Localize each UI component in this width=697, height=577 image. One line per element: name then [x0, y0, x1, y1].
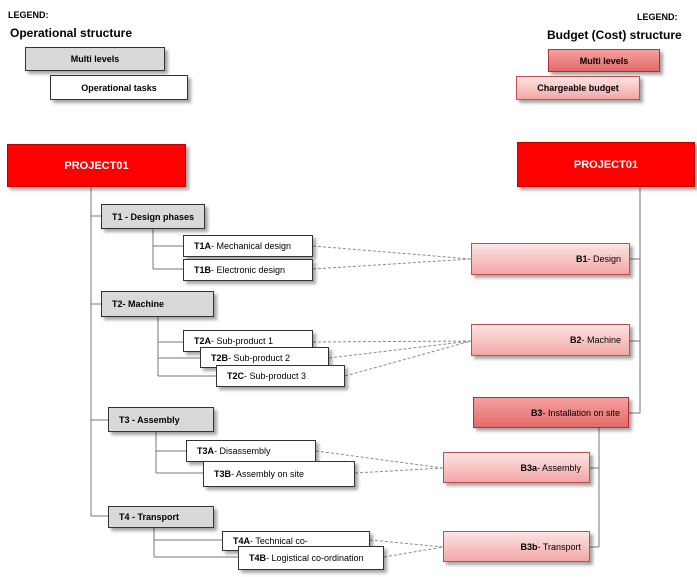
legend-multi-levels-red: Multi levels: [548, 49, 660, 72]
task-t1b-code: T1B: [194, 265, 212, 275]
legend-multi-levels-gray: Multi levels: [25, 47, 165, 71]
task-t3b-code: T3B: [214, 469, 232, 479]
task-t4b: T4B - Logistical co-ordination: [238, 546, 384, 570]
task-t4b-code: T4B: [249, 553, 267, 563]
task-t4b-label: - Logistical co-ordination: [266, 553, 364, 563]
task-t1b: T1B - Electronic design: [183, 259, 313, 281]
task-t1b-label: - Electronic design: [211, 265, 286, 275]
task-t3b: T3B - Assembly on site: [203, 461, 355, 487]
task-t3a-code: T3A: [197, 446, 215, 456]
task-t2c-code: T2C: [227, 371, 245, 381]
budget-b3a: B3a- Assembly: [443, 452, 590, 483]
budget-b1: B1 - Design: [471, 243, 630, 275]
budget-b3b-label: - Transport: [537, 541, 581, 552]
budget-b3-code: B3: [530, 407, 543, 418]
task-t1a-code: T1A: [194, 241, 212, 251]
legend-chargeable-budget: Chargeable budget: [516, 76, 640, 100]
budget-b2-code: B2: [569, 335, 582, 345]
budget-b3a-code: B3a: [520, 462, 537, 473]
task-t2b-label: - Sub-product 2: [228, 352, 291, 363]
project-operational: PROJECT01: [7, 144, 186, 187]
task-t3a: T3A - Disassembly: [186, 440, 316, 462]
budget-b3: B3 - Installation on site: [473, 397, 629, 428]
project-budget: PROJECT01: [517, 142, 695, 187]
budget-b3b: B3b - Transport: [443, 531, 590, 562]
task-t4: T4 - Transport: [108, 506, 214, 528]
task-t4a-label: - Technical co-: [250, 536, 308, 546]
budget-b3a-label: - Assembly: [536, 462, 581, 473]
budget-b2-label: - Machine: [581, 335, 621, 345]
legend-operational-tasks: Operational tasks: [50, 75, 188, 100]
task-t2c-label: - Sub-product 3: [244, 371, 307, 381]
task-t3a-label: - Disassembly: [214, 446, 271, 456]
task-t1a: T1A - Mechanical design: [183, 235, 313, 257]
legend-title-budget: Budget (Cost) structure: [547, 28, 682, 42]
task-t2a-code: T2A: [194, 336, 212, 346]
task-t3b-label: - Assembly on site: [231, 469, 305, 479]
task-t1a-label: - Mechanical design: [211, 241, 292, 251]
legend-tag-right: LEGEND:: [637, 12, 678, 22]
budget-b1-label: - Design: [587, 254, 621, 264]
task-t1: T1 - Design phases: [101, 204, 205, 229]
task-t2c: T2C - Sub-product 3: [216, 365, 345, 387]
budget-b2: B2 - Machine: [471, 324, 630, 356]
task-t2b-code: T2B: [211, 352, 229, 363]
legend-tag-left: LEGEND:: [8, 10, 49, 20]
budget-b1-code: B1: [575, 254, 588, 264]
task-t4a-code: T4A: [233, 536, 251, 546]
task-t2: T2- Machine: [101, 291, 214, 317]
task-t3: T3 - Assembly: [108, 407, 214, 432]
legend-title-operational: Operational structure: [10, 26, 133, 40]
budget-b3-label: - Installation on site: [542, 407, 620, 418]
task-t2a-label: - Sub-product 1: [211, 336, 274, 346]
budget-b3b-code: B3b: [520, 541, 538, 552]
